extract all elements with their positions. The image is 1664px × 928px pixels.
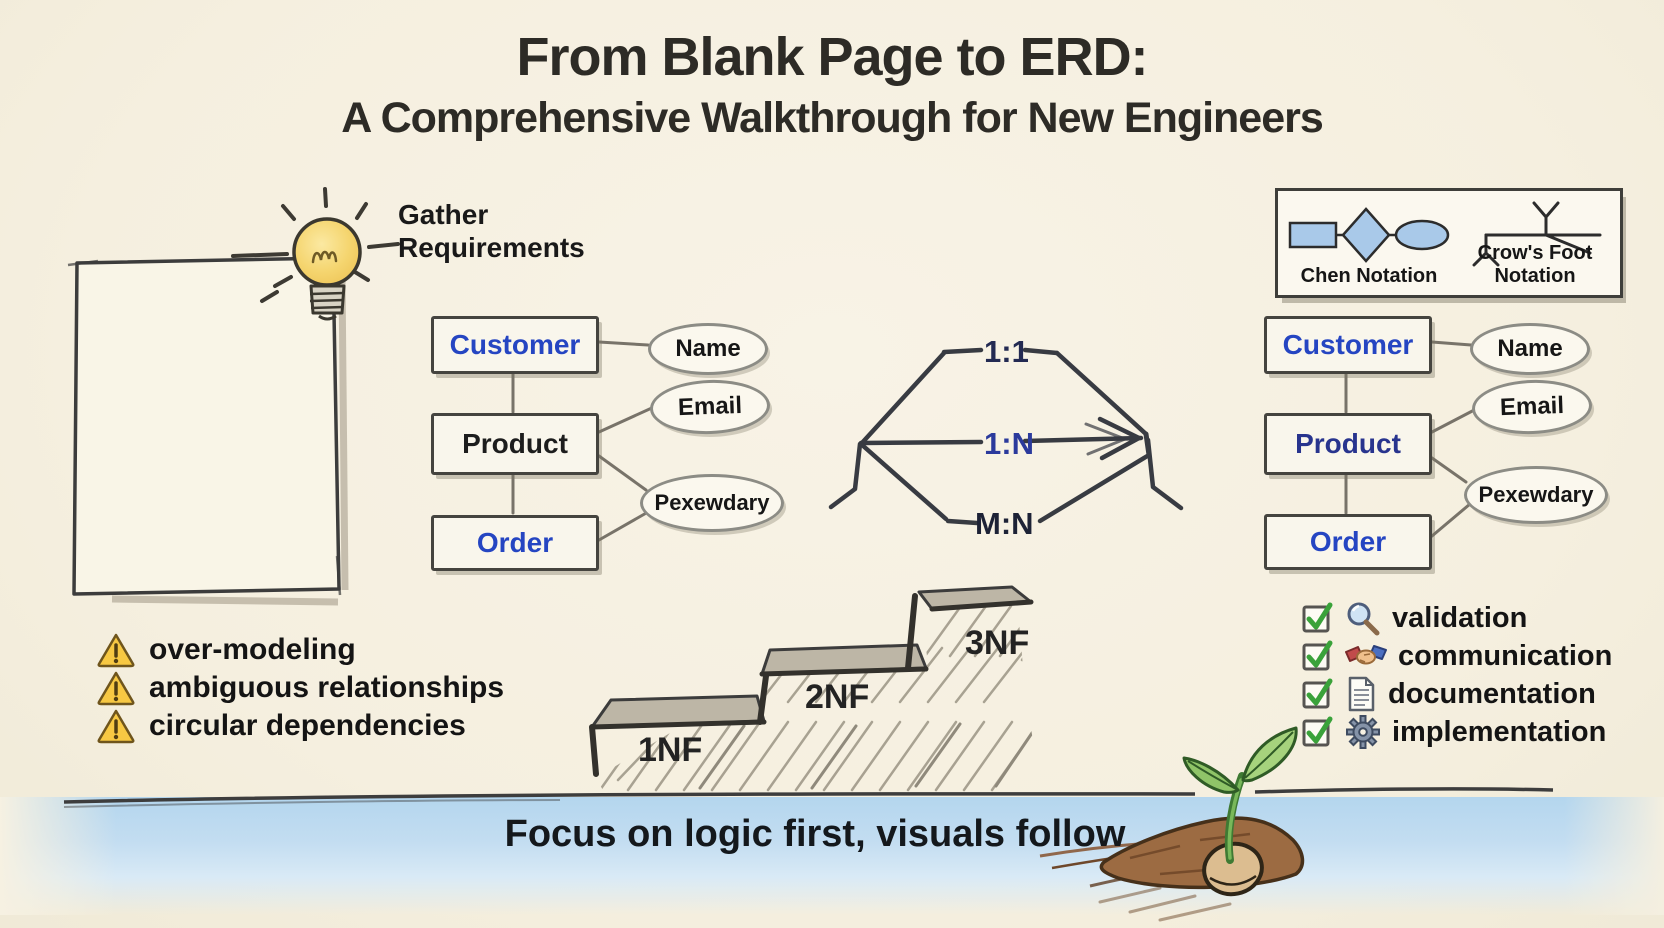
sprout-illustration [1039, 726, 1305, 922]
cardinality-label-1-n: 1:N [984, 426, 1034, 461]
pitfall-row: circular dependencies [96, 706, 466, 746]
erd-left-attribute-name: Name [648, 323, 768, 375]
checklist-label: validation [1392, 601, 1528, 634]
erd-left-connectors [511, 340, 656, 542]
pitfall-label: over-modeling [149, 633, 356, 666]
page-title: From Blank Page to ERD: [516, 27, 1148, 87]
notation-legend: Chen Notation Crow's Foot Notation [1275, 188, 1623, 298]
checklist-row: validation [1300, 598, 1527, 638]
erd-left-entity-product: Product [431, 413, 599, 475]
ground-line-sketch [63, 787, 1554, 808]
pitfall-label: circular dependencies [149, 709, 466, 742]
erd-right-entity-product: Product [1264, 413, 1432, 475]
checkbox-icon [1302, 716, 1333, 747]
normalization-stairs-sketch [589, 585, 1042, 792]
handshake-icon [1345, 645, 1387, 665]
checklist-row: documentation [1300, 674, 1596, 714]
checkbox-icon [1302, 602, 1333, 633]
normal-form-label-2nf: 2NF [805, 678, 870, 716]
page-subtitle: A Comprehensive Walkthrough for New Engi… [341, 94, 1324, 142]
erd-left-entity-order: Order [431, 515, 599, 571]
gear-icon [1346, 715, 1380, 749]
erd-left-entity-customer: Customer [431, 316, 599, 374]
erd-right-attribute-pexewdary: Pexewdary [1464, 466, 1608, 524]
lightbulb-icon [231, 187, 400, 321]
checklist-label: documentation [1388, 677, 1596, 710]
erd-right-attribute-name: Name [1470, 323, 1590, 375]
chen-notation-label: Chen Notation [1300, 265, 1438, 287]
cardinality-sketch [828, 347, 1184, 526]
cardinality-label-1-1: 1:1 [984, 334, 1029, 369]
crows-foot-notation-icon [1472, 201, 1602, 267]
erd-right-entity-customer: Customer [1264, 316, 1432, 374]
checkbox-icon [1302, 640, 1333, 671]
pitfall-label: ambiguous relationships [149, 671, 505, 704]
erd-left-attribute-pexewdary: Pexewdary [640, 474, 784, 532]
checklist-label: communication [1398, 639, 1613, 672]
warning-icon [97, 709, 135, 744]
checklist-label: implementation [1392, 715, 1607, 748]
warning-icon [97, 633, 135, 668]
footer-message: Focus on logic first, visuals follow [504, 813, 1126, 855]
pitfall-row: over-modeling [96, 630, 356, 670]
warning-icon [97, 671, 135, 706]
chen-notation-icon [1288, 207, 1450, 263]
erd-right-entity-order: Order [1264, 514, 1432, 570]
blank-page-sketch [67, 255, 349, 606]
checklist-row: communication [1300, 636, 1612, 676]
normal-form-label-1nf: 1NF [638, 731, 703, 769]
notation-shapes [1288, 201, 1602, 267]
magnifier-icon [1347, 602, 1380, 636]
checkbox-icon [1302, 678, 1333, 709]
document-icon [1348, 676, 1375, 712]
checklist-row: implementation [1300, 712, 1606, 752]
pitfall-row: ambiguous relationships [96, 668, 504, 708]
normal-form-label-3nf: 3NF [965, 624, 1030, 662]
crows-foot-notation-label: Crow's Foot Notation [1477, 242, 1593, 287]
cardinality-label-m-n: M:N [975, 506, 1034, 541]
watercolor-band [0, 797, 1664, 915]
gather-requirements-label: Gather Requirements [398, 199, 585, 263]
erd-right-connectors [1344, 340, 1482, 538]
